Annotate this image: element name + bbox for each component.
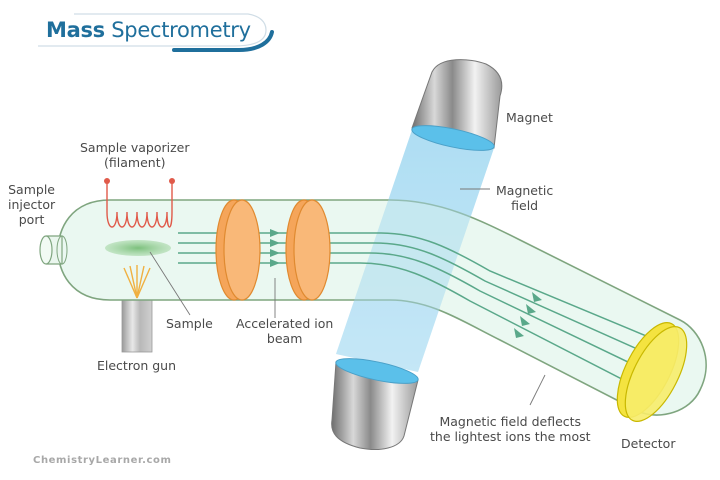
label-sample-vaporizer: Sample vaporizer (filament) xyxy=(80,140,190,170)
label-line: the lightest ions the most xyxy=(430,429,591,444)
label-magnet: Magnet xyxy=(506,110,553,125)
label-line: (filament) xyxy=(104,155,166,170)
beam-arrow-icon xyxy=(532,292,542,302)
title-banner: Mass Spectrometry xyxy=(34,10,274,52)
beam-arrow-icon xyxy=(270,229,280,237)
accelerator-plate-2 xyxy=(285,199,331,301)
beam-arrow-icon xyxy=(270,249,280,257)
ion-beams xyxy=(178,232,669,393)
sample-injector-port xyxy=(39,235,68,265)
beam-arrow-icon xyxy=(270,239,280,247)
electron-gun xyxy=(121,299,153,353)
title-bold: Mass xyxy=(46,18,105,42)
electron-spray xyxy=(123,265,151,299)
ion-beam-path xyxy=(178,252,656,376)
label-line: field xyxy=(511,198,539,213)
beam-arrows xyxy=(270,229,542,338)
sample-vaporizer-filament xyxy=(104,178,175,228)
label-line: Sample xyxy=(8,182,55,197)
title-regular: Spectrometry xyxy=(111,18,251,42)
leader-lines xyxy=(149,188,546,406)
label-line: Magnetic field deflects xyxy=(439,414,582,429)
label-electron-gun: Electron gun xyxy=(97,358,177,373)
label-sample: Sample xyxy=(166,316,213,331)
label-line: Magnetic xyxy=(496,183,554,198)
label-line: Sample vaporizer xyxy=(80,140,190,155)
beam-arrow-icon xyxy=(270,259,280,267)
label-detector: Detector xyxy=(621,436,676,451)
label-magnetic-field: Magnetic field xyxy=(496,183,553,213)
footer-credit: ChemistryLearner.com xyxy=(33,455,172,466)
beam-arrow-icon xyxy=(520,316,530,326)
ion-beam-path xyxy=(178,242,663,361)
label-sample-injector-port: Sample injector port xyxy=(8,182,55,227)
accelerator-plate-1 xyxy=(215,199,261,301)
label-line: beam xyxy=(266,331,303,346)
label-accelerated-ion-beam: Accelerated ion beam xyxy=(236,316,333,346)
label-deflection-note: Magnetic field deflects the lightest ion… xyxy=(430,414,591,444)
label-line: Accelerated ion xyxy=(236,316,334,331)
title-swoosh xyxy=(38,13,274,52)
beam-arrow-icon xyxy=(514,328,524,338)
magnet-top xyxy=(411,59,503,151)
magnet-bottom xyxy=(331,358,419,450)
label-line: injector xyxy=(8,197,56,212)
detector xyxy=(616,322,688,422)
label-line: port xyxy=(18,212,45,227)
ion-beam-path xyxy=(178,262,648,393)
sample-cloud xyxy=(105,240,171,256)
ion-beam-path xyxy=(178,232,669,346)
beam-arrow-icon xyxy=(526,304,536,314)
page-title: Mass Spectrometry xyxy=(46,18,251,42)
